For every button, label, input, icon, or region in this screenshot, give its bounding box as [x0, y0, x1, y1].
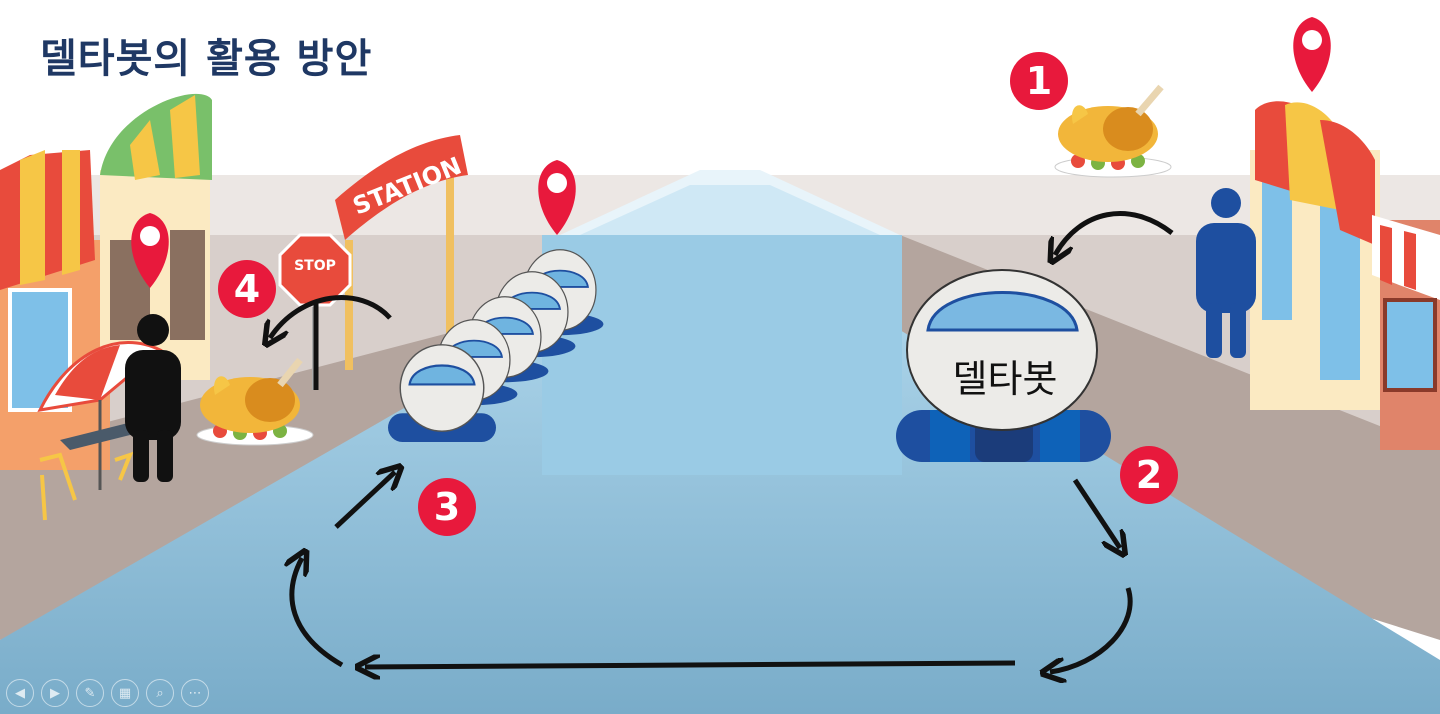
person-icon [125, 314, 181, 482]
left-shops [0, 93, 212, 521]
road [0, 170, 1440, 714]
station-sign-icon [335, 135, 468, 375]
page-title: 델타봇의 활용 방안 [40, 36, 373, 82]
robot-label: 델타봇 [952, 357, 1058, 401]
next-slide-button[interactable]: ▶ [41, 679, 69, 707]
step-badge-3: 3 [418, 478, 476, 536]
more-options-button[interactable]: ⋯ [181, 679, 209, 707]
robot-queue [388, 249, 604, 442]
pen-tool-button[interactable]: ✎ [76, 679, 104, 707]
arrow-icon [270, 211, 1174, 672]
step-badge-4: 4 [218, 260, 276, 318]
person-icon [1196, 188, 1256, 358]
location-pin-icon [131, 213, 169, 288]
robot-icon [896, 269, 1111, 462]
roast-chicken-icon [196, 357, 314, 446]
location-pin-icon [538, 160, 576, 235]
zoom-button[interactable]: ⌕ [146, 679, 174, 707]
right-shops [1250, 101, 1440, 450]
all-slides-button[interactable]: ▦ [111, 679, 139, 707]
presentation-controls: ◀ ▶ ✎ ▦ ⌕ ⋯ [6, 679, 209, 707]
location-pin-icon [1293, 17, 1331, 92]
step-badge-1: 1 [1010, 52, 1068, 110]
step-badge-2: 2 [1120, 446, 1178, 504]
roast-chicken-icon [1054, 84, 1172, 178]
stop-sign-label: STOP [294, 258, 336, 274]
previous-slide-button[interactable]: ◀ [6, 679, 34, 707]
